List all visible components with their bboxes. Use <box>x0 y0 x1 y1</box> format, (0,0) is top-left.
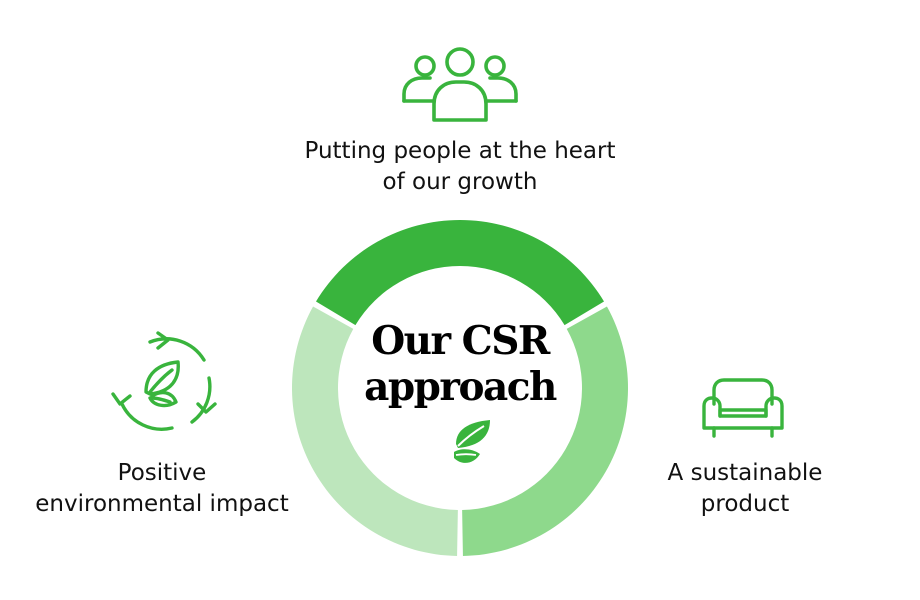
pillar-people-caption: Putting people at the heart of our growt… <box>260 136 660 198</box>
pillar-people-line-2: of our growth <box>382 169 538 195</box>
ring-segment-environment <box>291 306 458 556</box>
center-title-line-1: Our CSR <box>371 318 550 364</box>
center-title-line-2: approach <box>364 364 557 410</box>
ring-segment-product <box>462 306 629 556</box>
pillar-environment-caption: Positive environmental impact <box>0 458 324 520</box>
center-title: Our CSR approach <box>340 318 580 410</box>
sofa-icon <box>702 378 784 438</box>
pillar-product-caption: A sustainable product <box>630 458 860 520</box>
pillar-product-line-2: product <box>700 491 790 517</box>
pillar-environment-line-2: environmental impact <box>35 491 289 517</box>
people-group-icon <box>402 47 518 122</box>
ring-segment-people <box>316 220 604 326</box>
pillar-people-line-1: Putting people at the heart <box>304 138 616 164</box>
leaf-icon <box>454 420 490 463</box>
recycle-leaf-icon <box>111 331 217 431</box>
pillar-environment-line-1: Positive <box>117 460 207 486</box>
pillar-product-line-1: A sustainable <box>667 460 823 486</box>
